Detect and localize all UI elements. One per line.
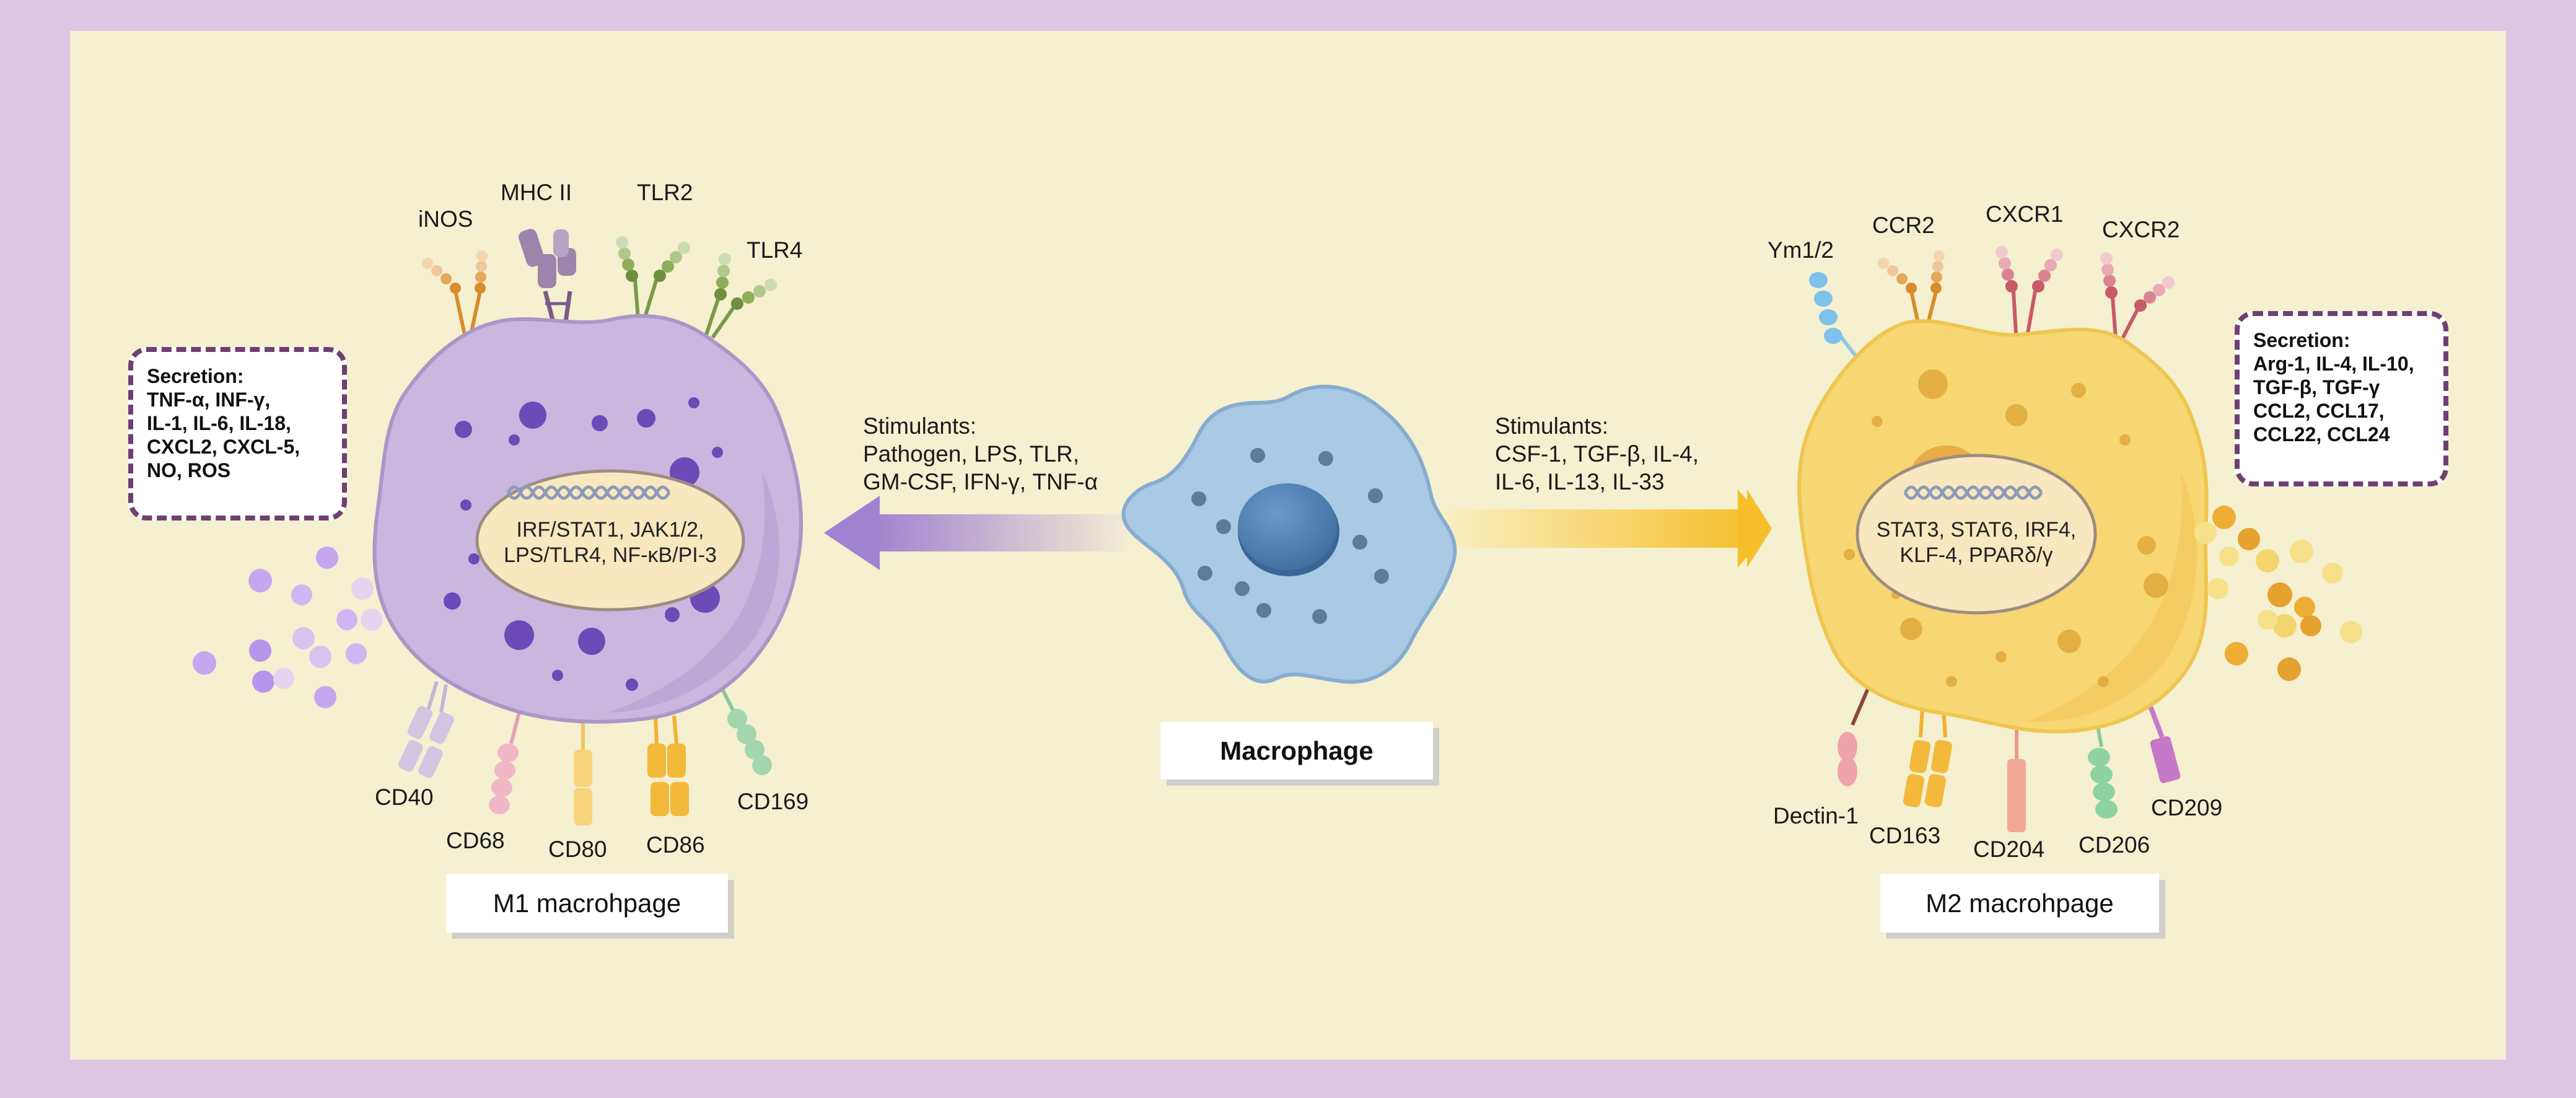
m1-cd80-receptor	[574, 719, 592, 825]
arrow-to-m2	[1444, 490, 1772, 568]
m2-label-ym1-2: Ym1/2	[1768, 237, 1834, 263]
m2-label-cxcr1: CXCR1	[1986, 201, 2064, 227]
m1-label-cd86: CD86	[646, 832, 705, 858]
m2-cd163-receptor	[1903, 687, 1953, 807]
m1-dna-icon	[506, 485, 671, 500]
m1-label-mhc-ii: MHC II	[501, 180, 572, 205]
m2-dna-icon	[1903, 485, 2043, 500]
m1-nucleus	[475, 469, 745, 612]
m2-title-label: M2 macrohpage	[1880, 874, 2159, 933]
m1-label-tlr4: TLR4	[747, 237, 803, 263]
m1-secretion-heading: Secretion:	[147, 365, 244, 387]
m2-label-cd209: CD209	[2151, 795, 2223, 820]
m1-cd68-receptor	[489, 712, 521, 814]
arrow-to-m1	[824, 496, 1128, 570]
m2-label-cd204: CD204	[1973, 837, 2045, 862]
m1-cd86-receptor	[647, 715, 689, 816]
m1-secreted-particles	[193, 547, 383, 708]
m1-nucleus-text: IRF/STAT1, JAK1/2, LPS/TLR4, NF-κB/PI-3	[504, 518, 717, 567]
m1-label-inos: iNOS	[418, 206, 473, 232]
m2-ym1-2-receptor	[1809, 272, 1870, 373]
m1-label-cd169: CD169	[737, 789, 809, 814]
m1-stimulants-text: Stimulants: Pathogen, LPS, TLR, GM-CSF, …	[863, 413, 1098, 494]
m1-inos-receptor	[422, 250, 488, 335]
m2-macrophage-cell	[1797, 319, 2209, 734]
m2-cxcr2-receptor	[2100, 252, 2175, 341]
m2-secretion-box: Secretion: Arg-1, IL-4, IL-10, TGF-β, TG…	[2235, 311, 2448, 486]
m2-label-ccr2: CCR2	[1872, 213, 1935, 238]
m1-tlr2-receptor	[616, 236, 690, 320]
m1-title-label: M1 macrohpage	[446, 874, 728, 933]
center-macrophage-cell	[1121, 384, 1457, 684]
m2-cd206-receptor	[2088, 712, 2118, 819]
m2-nucleus-text: STAT3, STAT6, IRF4, KLF-4, PPARδ/γ	[1876, 518, 2077, 567]
m1-tlr4-receptor	[704, 253, 777, 339]
m2-label-cxcr2: CXCR2	[2102, 217, 2180, 242]
m2-label-dectin-1: Dectin-1	[1773, 803, 1859, 828]
center-macrophage-label: Macrophage	[1160, 722, 1433, 780]
m1-mhc-ii-receptor	[519, 229, 576, 323]
m2-secreted-particles	[2194, 506, 2362, 681]
m1-cd40-receptor	[398, 681, 454, 778]
m1-secretion-box: Secretion: TNF-α, INF-γ, IL-1, IL-6, IL-…	[128, 347, 347, 520]
m2-stimulants-text: Stimulants: CSF-1, TGF-β, IL-4, IL-6, IL…	[1495, 413, 1699, 494]
m2-label-cd163: CD163	[1869, 823, 1941, 848]
m2-secretion-heading: Secretion:	[2253, 329, 2350, 351]
m1-label-tlr2: TLR2	[637, 180, 693, 205]
m1-cd169-receptor	[714, 674, 772, 775]
m1-label-cd80: CD80	[548, 837, 607, 862]
m2-label-cd206: CD206	[2079, 832, 2150, 858]
m1-label-cd68: CD68	[446, 828, 505, 853]
m1-macrophage-cell	[372, 314, 804, 724]
m1-label-cd40: CD40	[375, 784, 434, 810]
